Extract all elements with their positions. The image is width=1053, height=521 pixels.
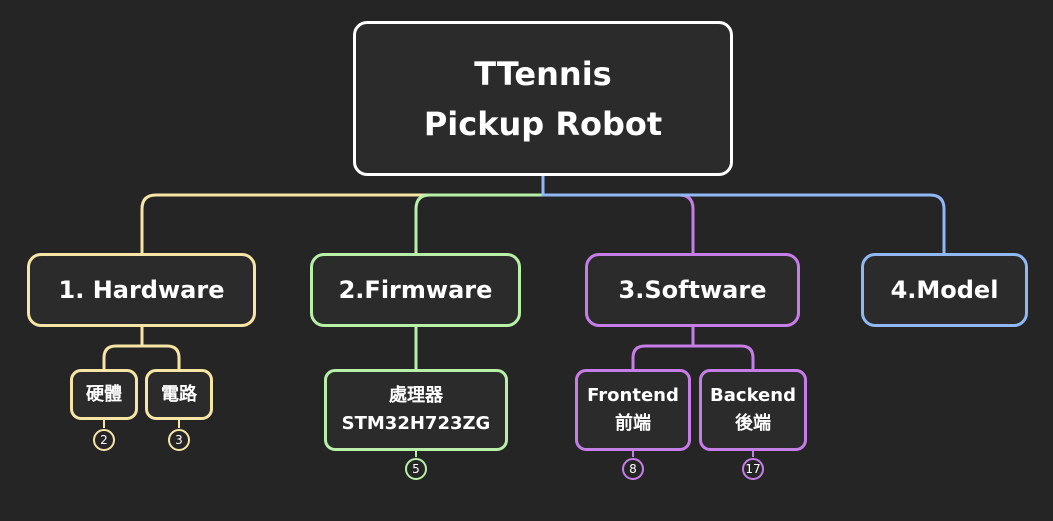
frontend-count-badge[interactable]: 8: [622, 458, 644, 480]
hardware-child-count-badge[interactable]: 2: [93, 429, 115, 451]
processor-model: STM32H723ZG: [341, 413, 491, 434]
backend-count-badge[interactable]: 17: [742, 458, 764, 480]
model-label: 4.Model: [890, 276, 999, 304]
root-title-line1: TTennis: [474, 54, 612, 93]
backend-label: Backend: [710, 385, 796, 406]
root-title-line2: Pickup Robot: [423, 104, 663, 143]
connector-software-children: [631, 327, 755, 369]
processor-node[interactable]: 處理器 STM32H723ZG: [324, 369, 508, 451]
root-node[interactable]: TTennis Pickup Robot: [353, 21, 733, 176]
hardware-child-node[interactable]: 硬體: [70, 369, 138, 420]
processor-label: 處理器: [389, 385, 443, 406]
frontend-node[interactable]: Frontend 前端: [575, 369, 691, 451]
hardware-label: 1. Hardware: [58, 276, 225, 304]
connector-hardware: [140, 176, 545, 253]
processor-count-badge[interactable]: 5: [405, 458, 427, 480]
frontend-label: Frontend: [587, 385, 679, 406]
connector-firmware: [414, 176, 545, 253]
software-node[interactable]: 3.Software: [585, 253, 800, 327]
software-label: 3.Software: [618, 276, 767, 304]
hardware-child-label: 硬體: [86, 383, 122, 405]
backend-node[interactable]: Backend 後端: [699, 369, 807, 451]
connector-model: [541, 176, 946, 253]
firmware-label: 2.Firmware: [338, 276, 493, 304]
connector-hardware-children: [102, 327, 181, 369]
frontend-label-zh: 前端: [615, 413, 651, 434]
backend-label-zh: 後端: [735, 413, 771, 434]
circuit-child-label: 電路: [161, 383, 197, 405]
firmware-node[interactable]: 2.Firmware: [310, 253, 521, 327]
hardware-node[interactable]: 1. Hardware: [27, 253, 256, 327]
circuit-child-count-badge[interactable]: 3: [168, 429, 190, 451]
model-node[interactable]: 4.Model: [861, 253, 1028, 327]
connector-software: [541, 176, 695, 253]
circuit-child-node[interactable]: 電路: [145, 369, 213, 420]
